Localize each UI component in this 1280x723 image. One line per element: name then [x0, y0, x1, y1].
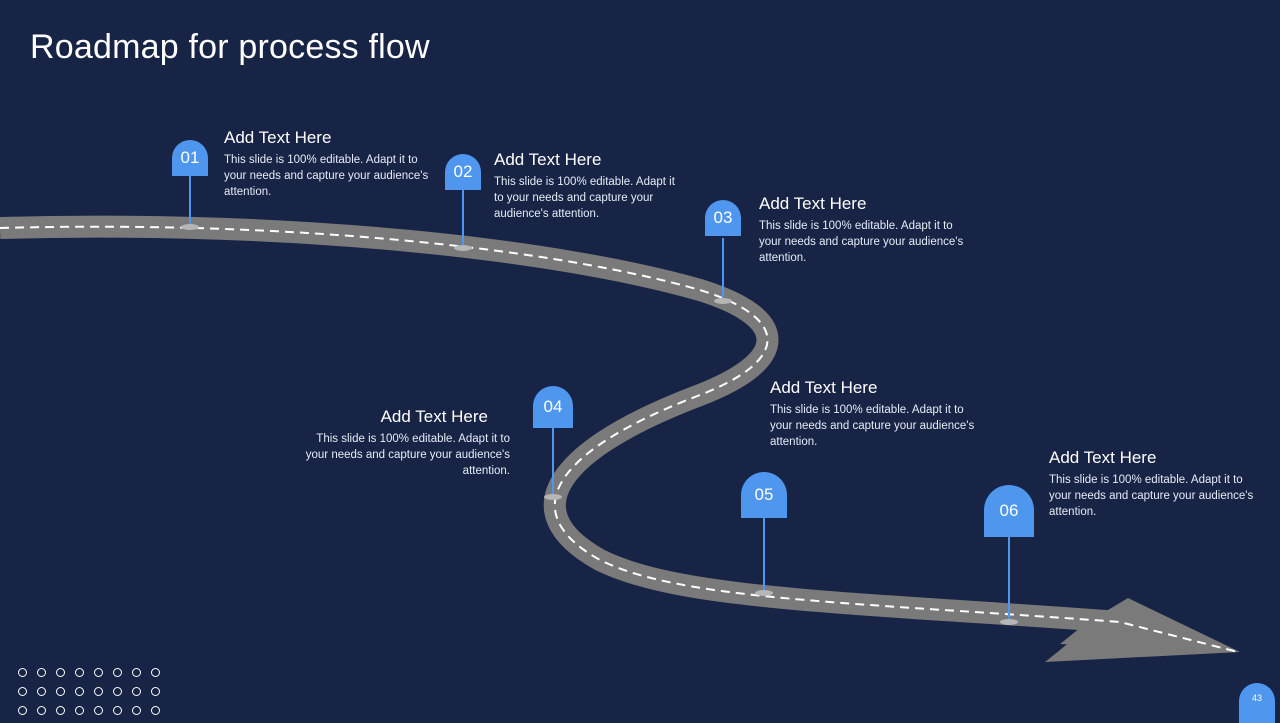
step-heading: Add Text Here — [380, 407, 488, 426]
step-number-04: 04 — [533, 386, 573, 428]
road-center-line — [0, 225, 1239, 653]
step-text-05: Add Text Here This slide is 100% editabl… — [770, 377, 980, 450]
step-number-05: 05 — [741, 472, 787, 518]
step-body: This slide is 100% editable. Adapt it to… — [770, 404, 975, 448]
road-arrow-shaft — [1060, 612, 1236, 651]
pin-06: 06 — [984, 485, 1034, 625]
step-body: This slide is 100% editable. Adapt it to… — [494, 176, 675, 220]
step-heading: Add Text Here — [759, 194, 867, 213]
step-heading: Add Text Here — [1049, 448, 1157, 467]
step-body: This slide is 100% editable. Adapt it to… — [224, 154, 429, 198]
step-heading: Add Text Here — [770, 378, 878, 397]
page-number: 43 — [1239, 683, 1275, 723]
step-text-06: Add Text Here This slide is 100% editabl… — [1049, 447, 1259, 520]
pin-02: 02 — [445, 154, 481, 251]
step-text-01: Add Text Here This slide is 100% editabl… — [224, 127, 434, 200]
pin-01: 01 — [172, 140, 208, 230]
step-body: This slide is 100% editable. Adapt it to… — [1049, 474, 1254, 518]
step-number-02: 02 — [445, 154, 481, 190]
pin-04: 04 — [533, 386, 573, 500]
step-heading: Add Text Here — [224, 128, 332, 147]
step-text-04: Add Text Here This slide is 100% editabl… — [300, 406, 510, 479]
step-number-03: 03 — [705, 200, 741, 236]
step-body: This slide is 100% editable. Adapt it to… — [305, 433, 510, 477]
step-number-06: 06 — [984, 485, 1034, 537]
step-heading: Add Text Here — [494, 150, 602, 169]
step-text-02: Add Text Here This slide is 100% editabl… — [494, 149, 686, 222]
step-number-01: 01 — [172, 140, 208, 176]
step-body: This slide is 100% editable. Adapt it to… — [759, 220, 964, 264]
dot-grid-icon — [18, 668, 162, 717]
step-text-03: Add Text Here This slide is 100% editabl… — [759, 193, 969, 266]
slide-title: Roadmap for process flow — [30, 28, 430, 66]
pin-03: 03 — [705, 200, 741, 304]
pin-05: 05 — [741, 472, 787, 596]
